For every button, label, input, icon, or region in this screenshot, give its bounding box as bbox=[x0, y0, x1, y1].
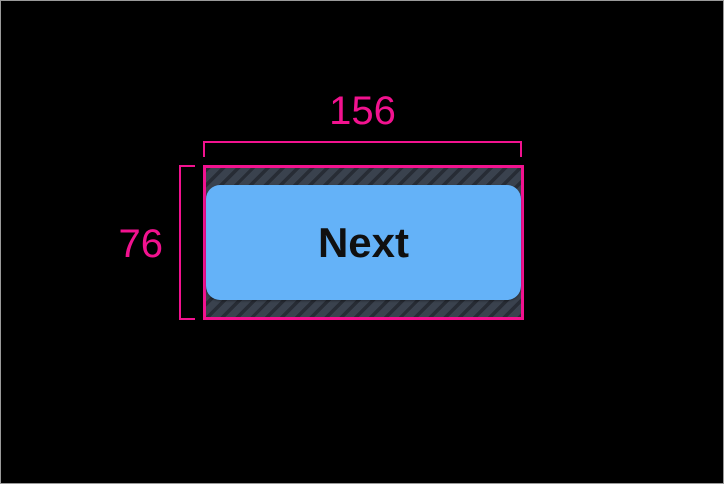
height-measurement-bracket bbox=[179, 165, 195, 320]
width-measurement-bracket bbox=[203, 141, 522, 157]
button-touch-target: Next bbox=[203, 165, 524, 320]
height-dimension-label: 76 bbox=[118, 222, 164, 266]
next-button-label: Next bbox=[317, 218, 410, 266]
width-dimension-label: 156 bbox=[329, 89, 396, 133]
next-button[interactable]: Next bbox=[206, 185, 521, 300]
